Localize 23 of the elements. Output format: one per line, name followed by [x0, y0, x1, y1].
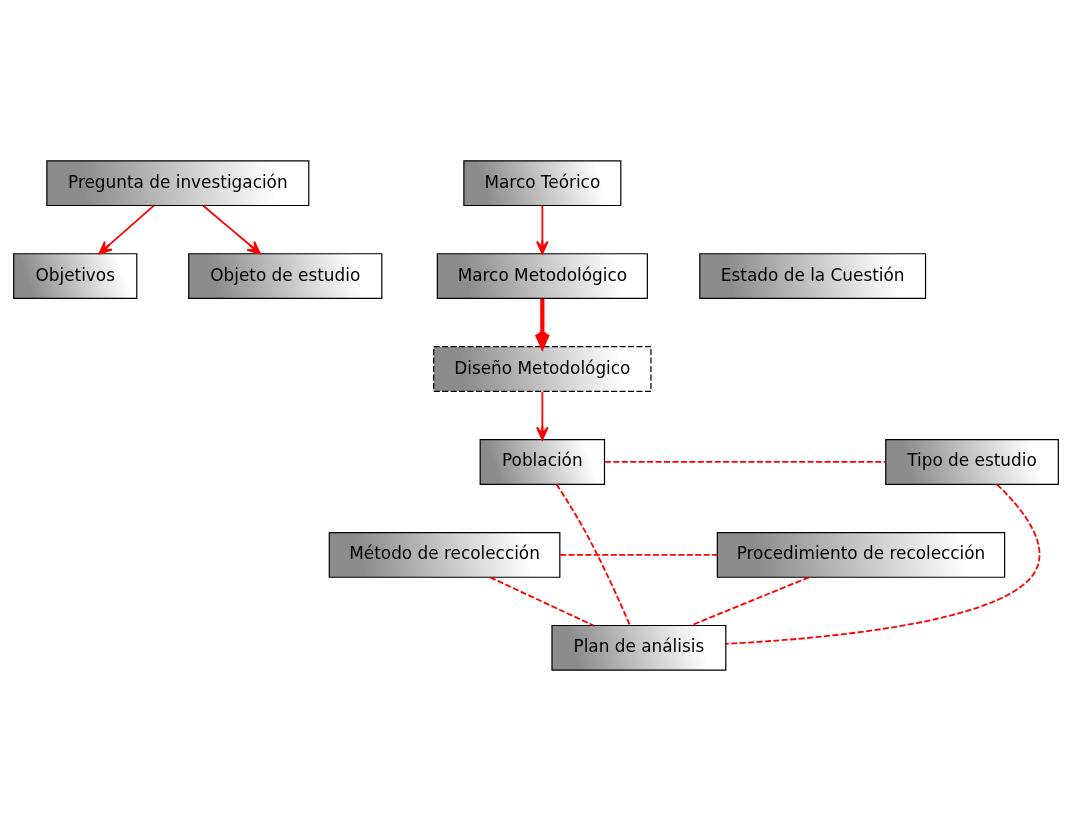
node-box: Pregunta de investigación — [46, 159, 310, 206]
node-box: Diseño Metodológico — [433, 345, 652, 392]
connector — [555, 482, 631, 626]
node-box: Método de recolección — [328, 531, 561, 578]
node-box: Tipo de estudio — [885, 438, 1059, 485]
connector — [603, 460, 887, 463]
node-box: Procedimiento de recolección — [716, 531, 1006, 578]
arrow — [536, 390, 549, 440]
connector — [725, 483, 1041, 645]
arrow — [534, 298, 550, 349]
node-box: Población — [479, 438, 606, 485]
node-box: Objetivos — [13, 252, 138, 299]
node-box: Estado de la Cuestión — [699, 252, 927, 299]
connector — [489, 575, 595, 626]
node-box: Marco Teórico — [463, 159, 622, 206]
connector — [559, 553, 718, 556]
connector — [690, 575, 810, 626]
arrow — [536, 204, 549, 254]
node-box: Plan de análisis — [551, 624, 727, 671]
arrow — [202, 204, 261, 254]
node-box: Marco Metodológico — [436, 252, 648, 299]
arrow — [98, 204, 155, 254]
node-box: Objeto de estudio — [188, 252, 383, 299]
